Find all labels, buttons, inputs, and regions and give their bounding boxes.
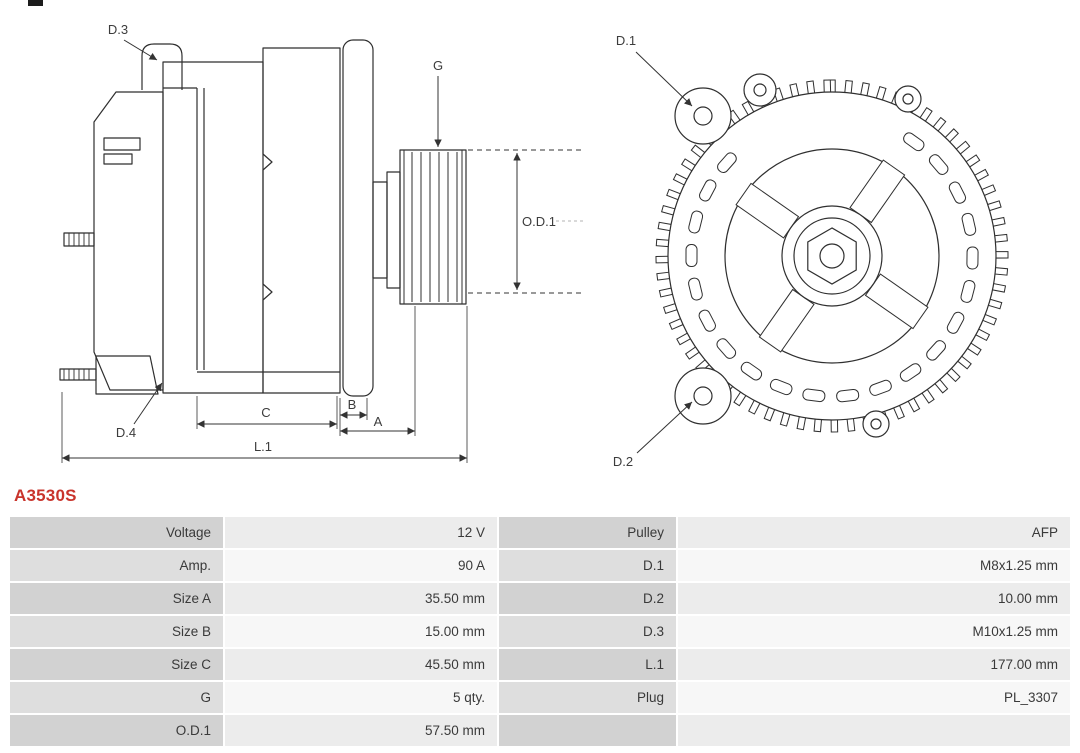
spec-label: Amp. bbox=[10, 550, 223, 581]
spec-value bbox=[678, 715, 1070, 746]
spec-value: 10.00 mm bbox=[678, 583, 1070, 614]
technical-drawing: D.3 G O.D.1 D.4 C B A L.1 D.1 D.2 bbox=[59, 22, 1009, 469]
spec-label: D.1 bbox=[499, 550, 676, 581]
spec-label: Size B bbox=[10, 616, 223, 647]
dim-label-d4: D.4 bbox=[116, 425, 136, 440]
spec-value: PL_3307 bbox=[678, 682, 1070, 713]
dim-label-b: B bbox=[348, 397, 357, 412]
dim-label-g: G bbox=[433, 58, 443, 73]
side-view-dimensions bbox=[61, 39, 585, 463]
spec-value: 15.00 mm bbox=[225, 616, 497, 647]
spec-value: M10x1.25 mm bbox=[678, 616, 1070, 647]
part-number: A3530S bbox=[14, 486, 77, 505]
front-view-dimensions bbox=[635, 51, 693, 454]
spec-label: G bbox=[10, 682, 223, 713]
dim-label-d3: D.3 bbox=[108, 22, 128, 37]
dim-label-d2: D.2 bbox=[613, 454, 633, 469]
vent-slots bbox=[685, 132, 979, 403]
pulley-spokes bbox=[735, 159, 929, 353]
dim-label-c: C bbox=[261, 405, 270, 420]
spec-value: 57.50 mm bbox=[225, 715, 497, 746]
spec-label bbox=[499, 715, 676, 746]
spec-label: D.3 bbox=[499, 616, 676, 647]
spec-label: Voltage bbox=[10, 517, 223, 548]
spec-label: D.2 bbox=[499, 583, 676, 614]
corner-logo-fragment bbox=[28, 0, 43, 6]
spec-value: 35.50 mm bbox=[225, 583, 497, 614]
spec-label: Pulley bbox=[499, 517, 676, 548]
spec-value: AFP bbox=[678, 517, 1070, 548]
spec-value: 12 V bbox=[225, 517, 497, 548]
spec-value: 5 qty. bbox=[225, 682, 497, 713]
spec-value: 177.00 mm bbox=[678, 649, 1070, 680]
spec-label: Size A bbox=[10, 583, 223, 614]
dim-label-a: A bbox=[374, 414, 383, 429]
alternator-front-view bbox=[655, 73, 1009, 438]
alternator-side-view bbox=[59, 39, 467, 397]
spec-label: Size C bbox=[10, 649, 223, 680]
dim-label-d1: D.1 bbox=[616, 33, 636, 48]
dim-label-l1: L.1 bbox=[254, 439, 272, 454]
spec-value: M8x1.25 mm bbox=[678, 550, 1070, 581]
spec-label: O.D.1 bbox=[10, 715, 223, 746]
spec-value: 90 A bbox=[225, 550, 497, 581]
cooling-fin-ring bbox=[655, 79, 1009, 433]
dim-label-od1: O.D.1 bbox=[522, 214, 556, 229]
spec-label: L.1 bbox=[499, 649, 676, 680]
spec-value: 45.50 mm bbox=[225, 649, 497, 680]
spec-label: Plug bbox=[499, 682, 676, 713]
